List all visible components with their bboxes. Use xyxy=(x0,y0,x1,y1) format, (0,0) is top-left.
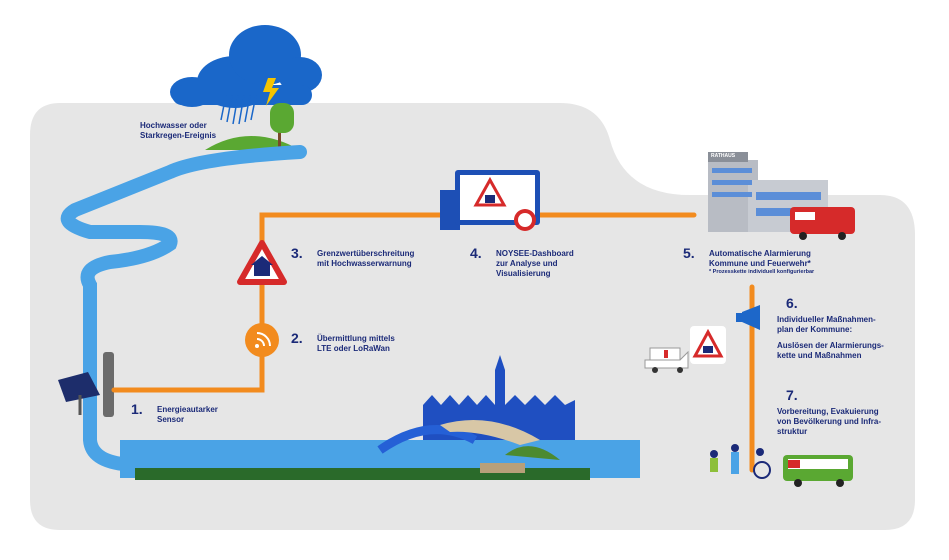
wireless-signal-icon xyxy=(245,323,279,357)
hill-with-tree-icon xyxy=(205,103,300,150)
step-1-number: 1. xyxy=(131,401,143,417)
fire-truck-icon xyxy=(790,207,855,240)
step-3-number: 3. xyxy=(291,245,303,261)
bus-icon xyxy=(783,455,853,487)
warning-sign-icon xyxy=(237,240,287,285)
step-4-number: 4. xyxy=(470,245,482,261)
step-7-number: 7. xyxy=(786,387,798,403)
warning-sign-icon-small xyxy=(690,326,726,364)
town-hall-icon xyxy=(708,152,828,232)
town-skyline-icon xyxy=(377,355,575,473)
evacuation-people-icon xyxy=(710,444,771,479)
solar-sensor-icon xyxy=(58,352,114,417)
town-hall-sign: RATHAUS xyxy=(711,153,736,159)
ground-strip xyxy=(135,468,590,480)
background-panel xyxy=(30,103,915,530)
megaphone-icon xyxy=(736,305,760,330)
ambulance-icon xyxy=(644,347,689,373)
step-5-number: 5. xyxy=(683,245,695,261)
step-2-number: 2. xyxy=(291,330,303,346)
step-5-note: * Prozesskette individuell konfigurierba… xyxy=(709,269,815,275)
step-6-label: Individueller Maßnahmen-plan der Kommune… xyxy=(777,315,884,360)
storm-cloud-icon xyxy=(170,25,322,125)
dashboard-monitor-icon xyxy=(440,170,540,231)
step-6-number: 6. xyxy=(786,295,798,311)
